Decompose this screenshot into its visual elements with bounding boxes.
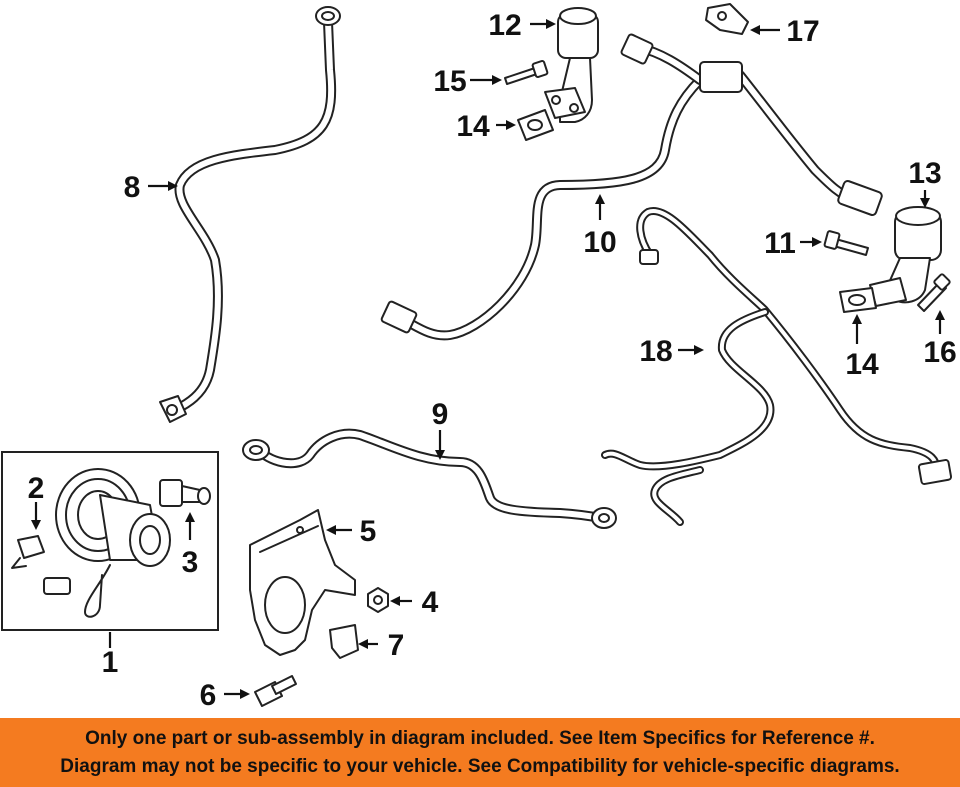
clip-part-7[interactable] [329, 624, 359, 659]
callout-9: 9 [432, 398, 449, 431]
bolt-part-15[interactable] [504, 60, 549, 85]
disclaimer-banner: Only one part or sub-assembly in diagram… [0, 718, 960, 787]
callout-8: 8 [124, 171, 141, 204]
callout-10: 10 [583, 226, 616, 259]
callout-17: 17 [786, 15, 819, 48]
hose-part-18[interactable] [601, 207, 953, 526]
hose-part-8[interactable] [159, 6, 341, 423]
disclaimer-line-1: Only one part or sub-assembly in diagram… [85, 728, 875, 749]
callout-3: 3 [182, 546, 199, 579]
callout-5: 5 [360, 515, 377, 548]
callout-1: 1 [102, 646, 119, 679]
disclaimer-line-2: Diagram may not be specific to your vehi… [60, 756, 900, 777]
sensor-part-3[interactable] [159, 479, 211, 507]
bracket-part-5[interactable] [249, 509, 356, 656]
air-pump-part-1[interactable] [43, 468, 171, 618]
callout-14-right: 14 [845, 348, 879, 381]
bracket-part-17[interactable] [705, 3, 749, 35]
callout-12: 12 [488, 9, 521, 42]
hose-part-9[interactable] [242, 428, 617, 529]
callout-13: 13 [908, 157, 941, 190]
bolt-part-11[interactable] [823, 230, 869, 256]
callout-16: 16 [923, 336, 956, 369]
callout-14-top: 14 [456, 110, 490, 143]
callout-labels: 1 2 3 4 5 6 7 8 9 10 11 12 13 14 14 15 1… [28, 9, 957, 712]
callout-18: 18 [639, 335, 672, 368]
gasket-part-14-top[interactable] [517, 109, 554, 141]
callout-6: 6 [200, 679, 217, 712]
valve-part-12[interactable] [544, 7, 599, 123]
stud-part-16[interactable] [917, 273, 951, 312]
gasket-part-14-right[interactable] [839, 287, 877, 313]
callout-arrows [31, 19, 945, 699]
callout-2: 2 [28, 472, 45, 505]
callout-11: 11 [764, 227, 796, 260]
parts-diagram: 1 2 3 4 5 6 7 8 9 10 11 12 13 14 14 15 1… [1, 3, 957, 712]
connector-part-2[interactable] [11, 535, 45, 569]
assembly-box-part-1 [1, 451, 219, 631]
callout-15: 15 [433, 65, 466, 98]
hose-part-10[interactable] [380, 33, 883, 341]
nut-part-4[interactable] [367, 587, 389, 613]
callout-4: 4 [422, 586, 439, 619]
callout-7: 7 [388, 629, 405, 662]
bolt-part-6[interactable] [254, 675, 297, 707]
valve-part-13[interactable] [869, 206, 942, 307]
